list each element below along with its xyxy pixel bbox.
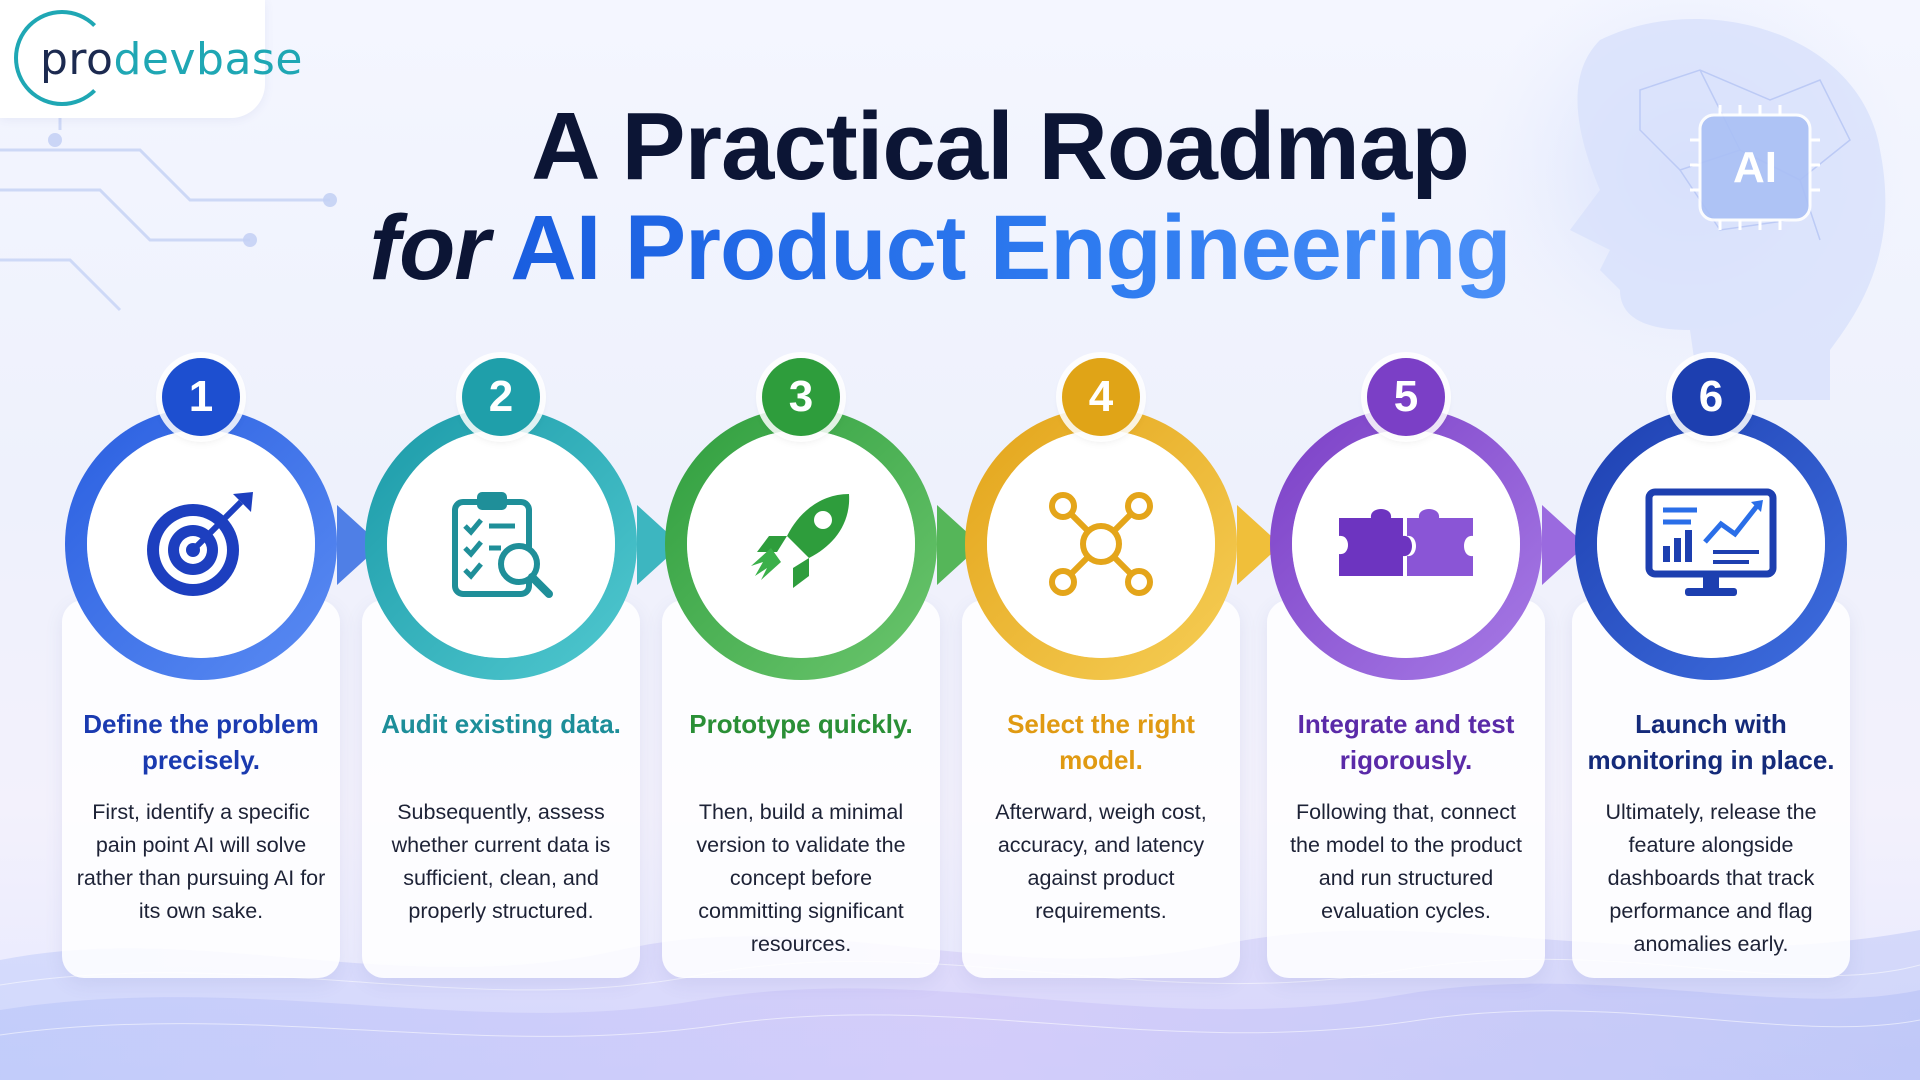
logo-wordmark: prodevbase xyxy=(40,34,303,85)
step-number-badge: 2 xyxy=(462,358,540,436)
step-title: Select the right model. xyxy=(1007,709,1195,775)
headline-for: for xyxy=(369,197,490,299)
network-nodes-icon xyxy=(987,430,1215,658)
step-title: Define the problem precisely. xyxy=(83,709,319,775)
step-ring xyxy=(365,408,637,680)
logo-suffix: devbase xyxy=(113,33,303,85)
step-number-badge: 1 xyxy=(162,358,240,436)
puzzle-icon xyxy=(1292,430,1520,658)
step-description: Ultimately, release the feature alongsid… xyxy=(1605,800,1817,956)
step-description: First, identify a specific pain point AI… xyxy=(76,800,326,923)
clipboard-magnifier-icon xyxy=(387,430,615,658)
step-description: Afterward, weigh cost, accuracy, and lat… xyxy=(995,800,1207,923)
step-title: Prototype quickly. xyxy=(689,709,913,739)
step-description: Following that, connect the model to the… xyxy=(1290,800,1522,923)
rocket-icon xyxy=(687,430,915,658)
step-ring xyxy=(665,408,937,680)
step-ring xyxy=(65,408,337,680)
step-number-badge: 4 xyxy=(1062,358,1140,436)
step-number-badge: 6 xyxy=(1672,358,1750,436)
headline-highlight: AI Product Engineering xyxy=(510,197,1511,299)
headline-line-1: A Practical Roadmap xyxy=(531,93,1470,200)
step-number-badge: 5 xyxy=(1367,358,1445,436)
monitor-dashboard-icon xyxy=(1597,430,1825,658)
target-icon xyxy=(87,430,315,658)
step-title: Audit existing data. xyxy=(381,709,621,739)
step-title: Launch with monitoring in place. xyxy=(1587,709,1835,775)
logo-ring-icon xyxy=(14,10,110,106)
brand-logo[interactable]: prodevbase xyxy=(0,0,302,118)
headline-line-2: for AI Product Engineering xyxy=(0,196,1920,301)
step-ring xyxy=(965,408,1237,680)
step-ring xyxy=(1575,408,1847,680)
step-title: Integrate and test rigorously. xyxy=(1297,709,1515,775)
step-number-badge: 3 xyxy=(762,358,840,436)
step-description: Then, build a minimal version to validat… xyxy=(696,800,906,956)
step-ring xyxy=(1270,408,1542,680)
step-description: Subsequently, assess whether current dat… xyxy=(391,800,611,923)
logo-prefix: pro xyxy=(40,33,114,85)
